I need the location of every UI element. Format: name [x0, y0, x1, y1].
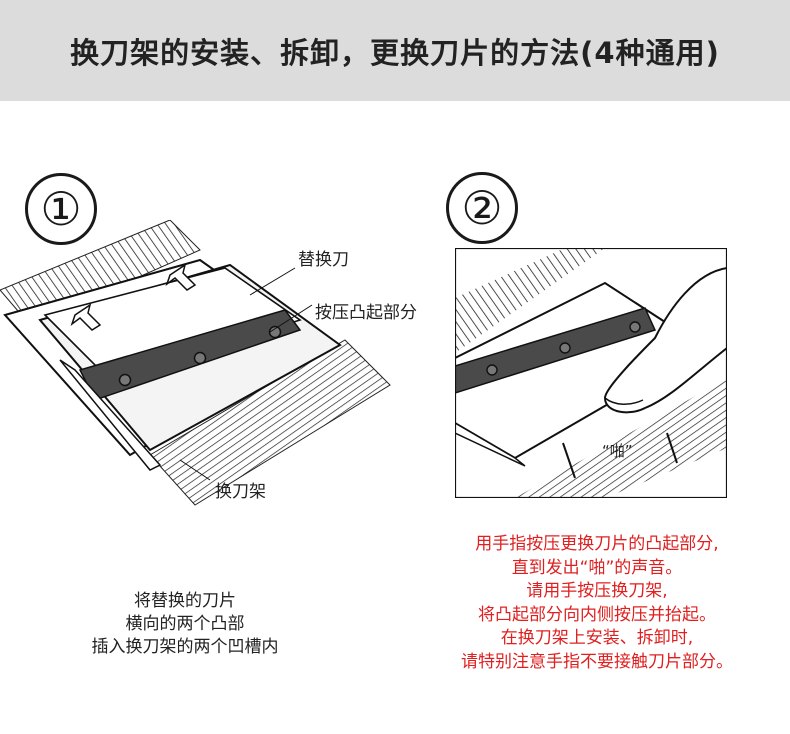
- step-2-caption-line: 用手指按压更换刀片的凸起部分,: [404, 533, 790, 557]
- header-banner: 换刀架的安装、拆卸，更换刀片的方法(4种通用): [0, 0, 790, 101]
- step-1-caption-line: 横向的两个凸部: [40, 613, 330, 636]
- rivet: [270, 327, 281, 338]
- rivet: [120, 375, 131, 386]
- step-2-caption-line: 请特别注意手指不要接触刀片部分。: [404, 651, 790, 675]
- step-2-caption: 用手指按压更换刀片的凸起部分, 直到发出“啪”的声音。 请用手按压换刀架, 将凸…: [404, 533, 790, 674]
- step-2-number: ②: [446, 172, 518, 244]
- rivet: [195, 353, 206, 364]
- label-replacement-blade: 替换刀: [298, 245, 349, 270]
- label-blade-holder: 换刀架: [215, 477, 266, 502]
- rivet: [560, 343, 570, 353]
- label-press-tab: 按压凸起部分: [315, 298, 417, 323]
- step-2-caption-line: 将凸起部分向内侧按压并抬起。: [404, 604, 790, 628]
- step-1-caption-line: 将替换的刀片: [40, 590, 330, 613]
- page-title: 换刀架的安装、拆卸，更换刀片的方法(4种通用): [70, 30, 720, 72]
- rivet: [630, 322, 640, 332]
- rivet: [487, 365, 497, 375]
- step-2-illustration: [455, 248, 727, 498]
- step-2-caption-line: 请用手按压换刀架,: [404, 580, 790, 604]
- step-2-caption-line: 在换刀架上安装、拆卸时,: [404, 627, 790, 651]
- label-click-sound: “啪”: [602, 440, 633, 461]
- step-1-caption-line: 插入换刀架的两个凹槽内: [40, 636, 330, 659]
- step-1-caption: 将替换的刀片 横向的两个凸部 插入换刀架的两个凹槽内: [40, 590, 330, 659]
- step-2-caption-line: 直到发出“啪”的声音。: [404, 557, 790, 581]
